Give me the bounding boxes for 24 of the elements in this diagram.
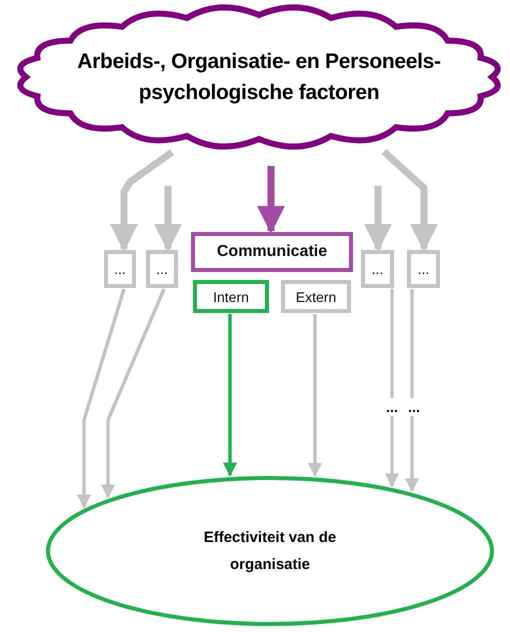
ellipsis-label: ... — [407, 398, 421, 416]
arrow — [382, 149, 438, 252]
process-box: ... — [407, 250, 440, 288]
arrow — [364, 186, 392, 252]
arrow — [405, 289, 419, 492]
arrow — [385, 289, 399, 488]
process-box: ... — [361, 250, 394, 288]
arrow — [110, 149, 174, 252]
arrow — [101, 288, 166, 499]
outcome-ellipse — [46, 476, 494, 626]
cloud-shape — [18, 6, 500, 148]
process-box: ... — [146, 250, 178, 288]
process-box: Communicatie — [191, 232, 353, 272]
process-box: ... — [104, 250, 136, 288]
node-title: Effectiviteit van de organisatie — [202, 528, 338, 575]
arrow — [257, 166, 285, 234]
process-box: Extern — [281, 280, 351, 313]
ellipsis-label: ... — [385, 398, 399, 416]
arrow — [154, 186, 182, 252]
arrow — [223, 314, 237, 477]
arrow — [308, 314, 322, 477]
arrow — [77, 288, 126, 509]
process-box: Intern — [193, 280, 269, 313]
node-title: Arbeids-, Organisatie- en Personeels- psychologische factoren — [76, 48, 442, 106]
